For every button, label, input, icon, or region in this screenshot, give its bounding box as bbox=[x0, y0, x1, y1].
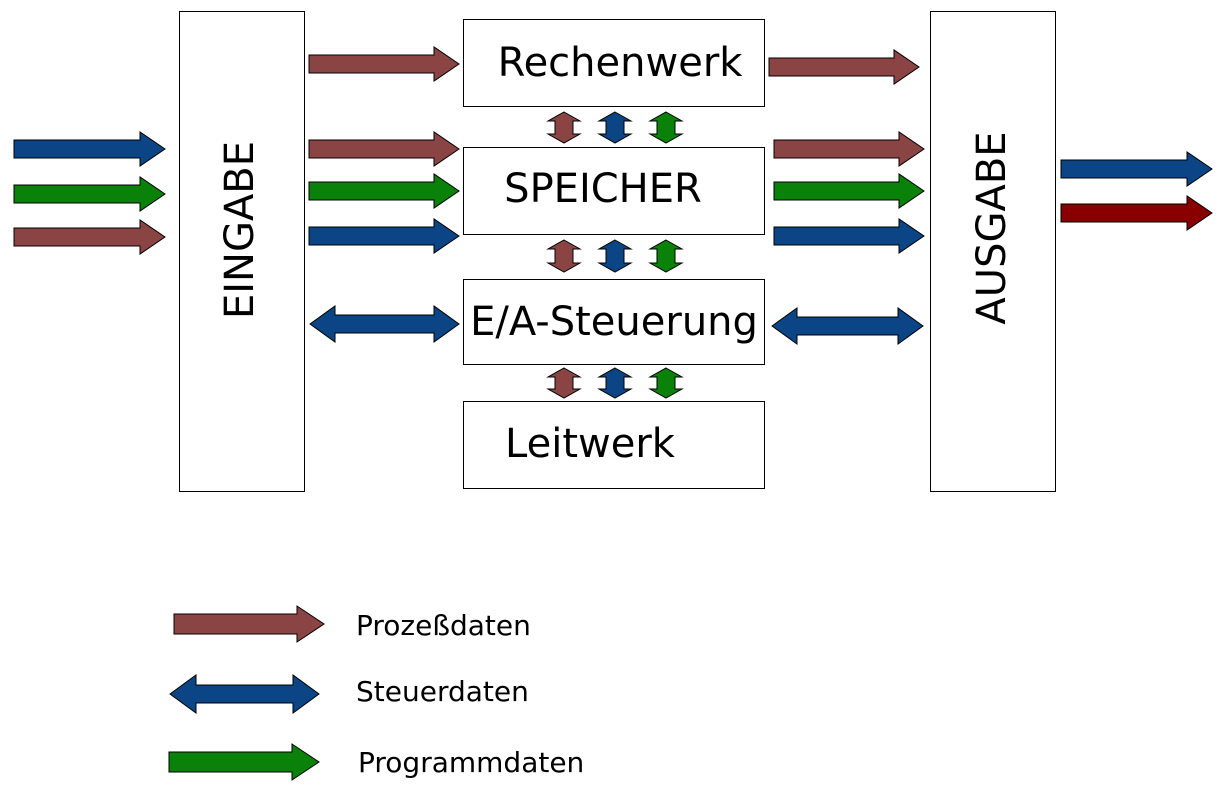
rechenwerk-block: Rechenwerk bbox=[463, 19, 765, 107]
eingabe-block: EINGABE bbox=[179, 11, 305, 492]
ea-steuerung-leitwerk-steuerdaten-arrow bbox=[597, 367, 633, 399]
speicher-block: SPEICHER bbox=[463, 147, 765, 235]
ea-steuerung-leitwerk-prozessdaten-arrow bbox=[546, 367, 582, 399]
speicher-to-ausgabe-programm-arrow bbox=[773, 173, 925, 209]
rechenwerk-speicher-steuerdaten-arrow bbox=[597, 111, 633, 144]
ea-steuerung-leitwerk-programmdaten-arrow bbox=[648, 367, 684, 399]
ea-steuerung-label: E/A-Steuerung bbox=[470, 299, 758, 345]
ea-steuerung-block: E/A-Steuerung bbox=[463, 279, 765, 365]
rechenwerk-speicher-prozessdaten-arrow bbox=[546, 111, 582, 144]
speicher-to-ausgabe-prozess-arrow bbox=[773, 131, 925, 167]
eingabe-to-speicher-programm-arrow bbox=[308, 173, 460, 209]
speicher-to-ausgabe-steuer-arrow bbox=[773, 218, 925, 254]
rechenwerk-label: Rechenwerk bbox=[498, 40, 744, 86]
eingabe-ea-steuerung-arrow bbox=[309, 305, 460, 343]
rechenwerk-to-ausgabe-arrow bbox=[768, 49, 920, 85]
ausgabe-label: AUSGABE bbox=[969, 131, 1015, 324]
ea-steuerung-ausgabe-arrow bbox=[771, 307, 924, 345]
legend-steuerdaten-label: Steuerdaten bbox=[356, 675, 529, 708]
eingabe-to-speicher-steuer-arrow bbox=[308, 218, 460, 254]
input-arrow-programm bbox=[13, 176, 166, 212]
horizontal-arrows bbox=[13, 46, 1213, 345]
eingabe-to-speicher-prozess-arrow bbox=[308, 131, 460, 167]
legend-prozessdaten-label: Prozeßdaten bbox=[356, 609, 531, 642]
vertical-arrows bbox=[546, 111, 684, 399]
output-arrow-prozess bbox=[1060, 195, 1213, 231]
speicher-ea-steuerung-steuerdaten-arrow bbox=[597, 239, 633, 273]
speicher-ea-steuerung-programmdaten-arrow bbox=[648, 239, 684, 273]
legend: Prozeßdaten Steuerdaten Programmdaten bbox=[168, 605, 584, 781]
leitwerk-block: Leitwerk bbox=[463, 401, 765, 489]
rechenwerk-speicher-programmdaten-arrow bbox=[648, 111, 684, 144]
speicher-ea-steuerung-prozessdaten-arrow bbox=[546, 239, 582, 273]
eingabe-to-rechenwerk-arrow bbox=[308, 46, 460, 82]
output-arrow-steuer bbox=[1060, 151, 1213, 187]
legend-programmdaten-label: Programmdaten bbox=[358, 746, 584, 779]
input-arrow-steuer bbox=[13, 131, 166, 167]
ausgabe-block: AUSGABE bbox=[930, 11, 1056, 492]
legend-steuerdaten-arrow bbox=[169, 674, 320, 714]
input-arrow-prozess bbox=[13, 219, 166, 255]
eingabe-label: EINGABE bbox=[217, 141, 263, 319]
legend-prozessdaten-arrow bbox=[173, 605, 325, 643]
legend-programmdaten-arrow bbox=[168, 743, 320, 781]
speicher-label: SPEICHER bbox=[504, 166, 702, 212]
leitwerk-label: Leitwerk bbox=[505, 421, 676, 467]
